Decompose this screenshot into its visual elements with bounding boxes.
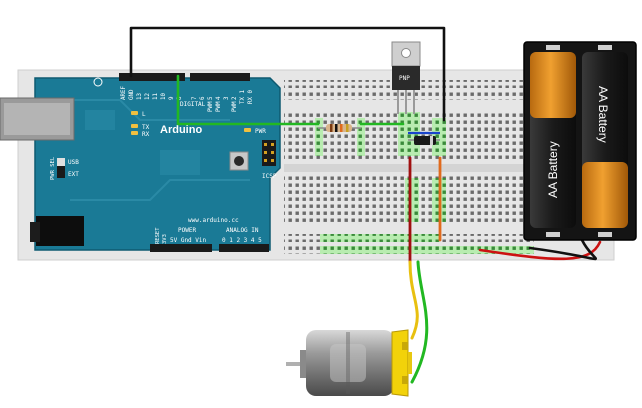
pin-label-11: 11 [153, 93, 159, 100]
wire-green-signal [176, 74, 320, 126]
pin-label-2: 2 [232, 97, 238, 101]
led-rx-icon [131, 131, 138, 135]
resistor [318, 124, 361, 132]
digital-label: DIGITAL [180, 101, 206, 108]
reset-label: RESET [155, 227, 161, 244]
pwr-sel-label: PWR SEL [50, 156, 56, 180]
ext-label: EXT [68, 171, 79, 178]
wire-green-motor [410, 260, 429, 384]
led-tx-label: TX [142, 124, 150, 131]
pin-label-tx: TX 1 [240, 90, 246, 104]
led-l-icon [131, 111, 138, 115]
arduino-logo: Arduino [160, 124, 202, 136]
power-header [150, 244, 212, 252]
pin-label-12: 12 [145, 93, 151, 100]
led-l-label: L [142, 111, 146, 118]
pin-label-7: 7 [192, 96, 198, 100]
transistor-label: PNP [399, 75, 410, 82]
usb-label: USB [68, 159, 79, 166]
battery-cell-1-label: AA Battery [546, 141, 560, 198]
digital-header-left [119, 73, 185, 81]
arduino-logo-icon [93, 77, 103, 87]
analog-pins-label: 0 1 2 3 4 5 [222, 237, 262, 244]
led-rx-label: RX [142, 131, 150, 138]
wires [129, 26, 602, 384]
pin-label-9: 9 [169, 96, 175, 100]
pwm-label-3: PWM [232, 101, 238, 112]
analog-label: ANALOG IN [226, 227, 259, 234]
pin-label-gnd: GND [129, 89, 135, 100]
diode [408, 131, 440, 145]
pin-label-10: 10 [161, 93, 167, 100]
power-label: POWER [178, 227, 196, 234]
pwr-sel-jumper [57, 158, 65, 178]
pin-label-8: 8 [177, 96, 183, 100]
reset-button-cap [234, 156, 244, 166]
pin-label-4: 4 [216, 96, 222, 100]
dc-motor [286, 329, 412, 397]
digital-header-right [190, 73, 250, 81]
pin-label-rx: RX 0 [248, 90, 254, 104]
battery-cell-1: AA Battery [530, 52, 576, 228]
led-pwr-icon [244, 128, 251, 132]
pwm-label-1: PWM [208, 101, 214, 112]
led-tx-icon [131, 124, 138, 128]
wire-red-battery [478, 240, 602, 261]
arduino-board: AREF GND 13 12 11 10 9 8 7 6 5 4 3 2 TX … [0, 73, 281, 252]
wire-black-gnd [129, 26, 446, 122]
transistor-pnp: PNP [391, 41, 421, 114]
pwm-label-2: PWM [216, 101, 222, 112]
icsp-label: ICSP [262, 173, 277, 180]
pin-label-3: 3 [224, 96, 230, 100]
pin-label-13: 13 [137, 93, 143, 100]
wire-black-battery [528, 238, 597, 261]
analog-header [219, 244, 269, 252]
power-jack [36, 216, 84, 246]
battery-cell-2-label: AA Battery [596, 86, 610, 143]
pin-label-6: 6 [200, 96, 206, 100]
wire-yellow-motor [408, 260, 419, 340]
v33-label: 3V3 [162, 234, 168, 244]
pin-label-5: 5 [208, 96, 214, 100]
pwr-label: PWR [255, 128, 266, 135]
power-pins-label: 5V Gnd Vin [170, 237, 207, 244]
battery-cell-2: AA Battery [582, 52, 628, 228]
arduino-url: www.arduino.cc [188, 217, 239, 224]
pin-label-aref: AREF [121, 86, 127, 100]
battery-pack: AA Battery AA Battery [523, 41, 637, 241]
